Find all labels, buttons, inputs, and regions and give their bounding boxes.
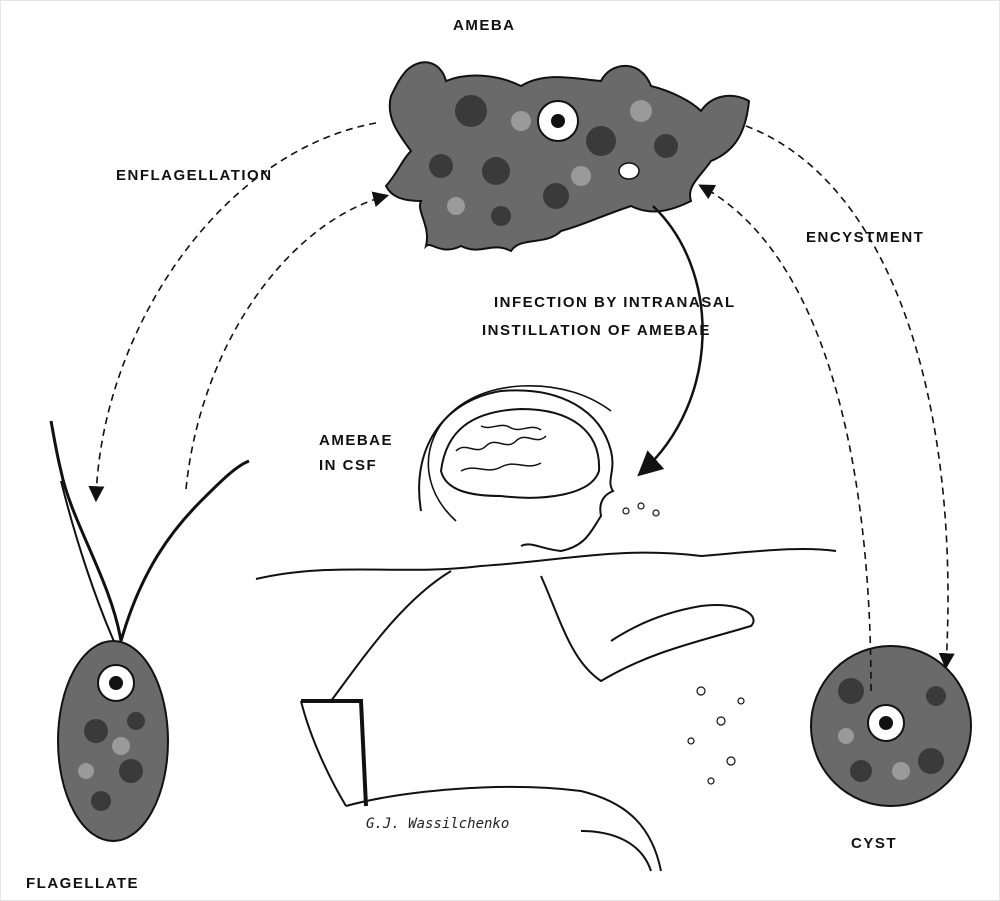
label-cyst: CYST	[851, 835, 898, 852]
arrow-cyst-to-ameba	[698, 184, 872, 692]
arrow-amebae-in-csf	[427, 385, 612, 522]
label-csf-line1: AMEBAE	[319, 432, 394, 449]
label-infection-line2: INSTILLATION OF AMEBAE	[482, 322, 711, 339]
label-infection-line1: INFECTION BY INTRANASAL	[494, 294, 736, 311]
label-enflagellation: ENFLAGELLATION	[116, 167, 273, 184]
water-spray-droplets	[622, 502, 745, 785]
label-ameba: AMEBA	[453, 17, 516, 34]
ameba-illustration	[384, 61, 751, 253]
label-csf-line2: IN CSF	[319, 457, 378, 474]
flagellate-illustration	[49, 420, 250, 842]
arrow-infection	[637, 205, 704, 477]
arrow-enflagellation-to-flagellate	[88, 122, 377, 503]
arrow-flagellate-to-ameba	[185, 191, 390, 490]
artist-signature: G.J. Wassilchenko	[366, 816, 510, 832]
label-flagellate: FLAGELLATE	[26, 875, 140, 892]
label-encystment: ENCYSTMENT	[806, 229, 925, 246]
swimmer-illustration	[255, 389, 837, 872]
arrow-encystment-to-cyst	[745, 125, 955, 670]
cyst-illustration	[810, 645, 972, 807]
